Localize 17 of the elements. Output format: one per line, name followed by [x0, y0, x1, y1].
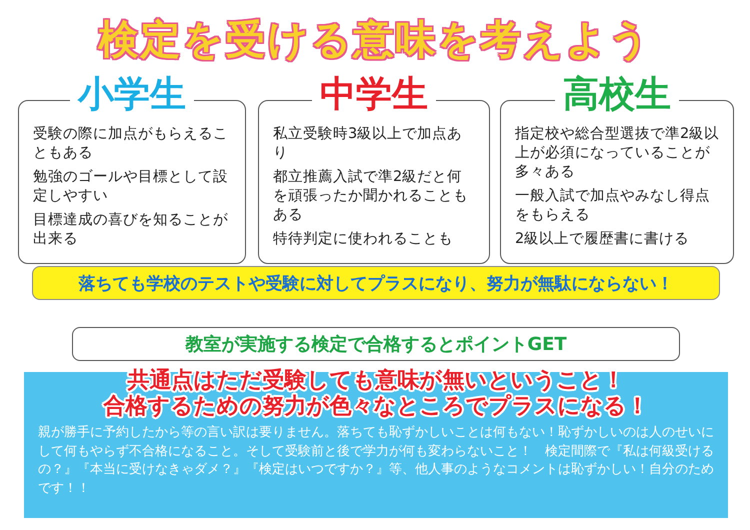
poster-title: 検定を受ける意味を考えよう: [96, 16, 652, 65]
benefit-text: 一般入試で加点やみなし得点をもらえる: [515, 187, 711, 225]
body-paragraph: 親が勝手に予約したから等の言い訳は要りません。落ちても恥ずかしいことは何もない！恥ずかしいのは人のせいにして何もやらず不合格になること。そして受験前と後で学力が何も変わらないこと！ 検定間際で『私は何級受けるの？』『本当に受けなきゃダメ？』『検定はいつですか？』等、他人事のようなコメントは恥ずかしい！自分のためです！！: [38, 424, 714, 498]
benefit-text: 2級以上で履歴書に書ける: [515, 230, 690, 249]
benefit-text: 都立推薦入試で準2級だと何を頑張ったか聞かれることもある: [273, 168, 469, 225]
benefit-text: 勉強のゴールや目標として設定しやすい: [33, 168, 229, 206]
headline-text: 共通点はただ受験しても意味が無いということ！: [126, 368, 626, 394]
benefit-text: 受験の際に加点がもらえることもある: [33, 125, 229, 163]
benefit-text: 私立受験時3級以上で加点あり: [273, 125, 464, 163]
headline-text: 合格するための努力が色々なところでプラスになる！: [102, 394, 650, 420]
notice-text: 教室が実施する検定で合格するとポイントGET: [185, 333, 567, 356]
banner-text: 落ちても学校のテストや受験に対してプラスになり、努力が無駄にならない！: [78, 272, 674, 294]
benefit-text: 特待判定に使われることも: [273, 230, 454, 249]
notice-box: [72, 327, 680, 361]
benefit-text: 目標達成の喜びを知ることが出来る: [33, 211, 229, 249]
highlight-banner: [32, 266, 720, 300]
benefit-text: 指定校や総合型選抜で準2級以上が必須になっていることが多々ある: [515, 125, 720, 182]
